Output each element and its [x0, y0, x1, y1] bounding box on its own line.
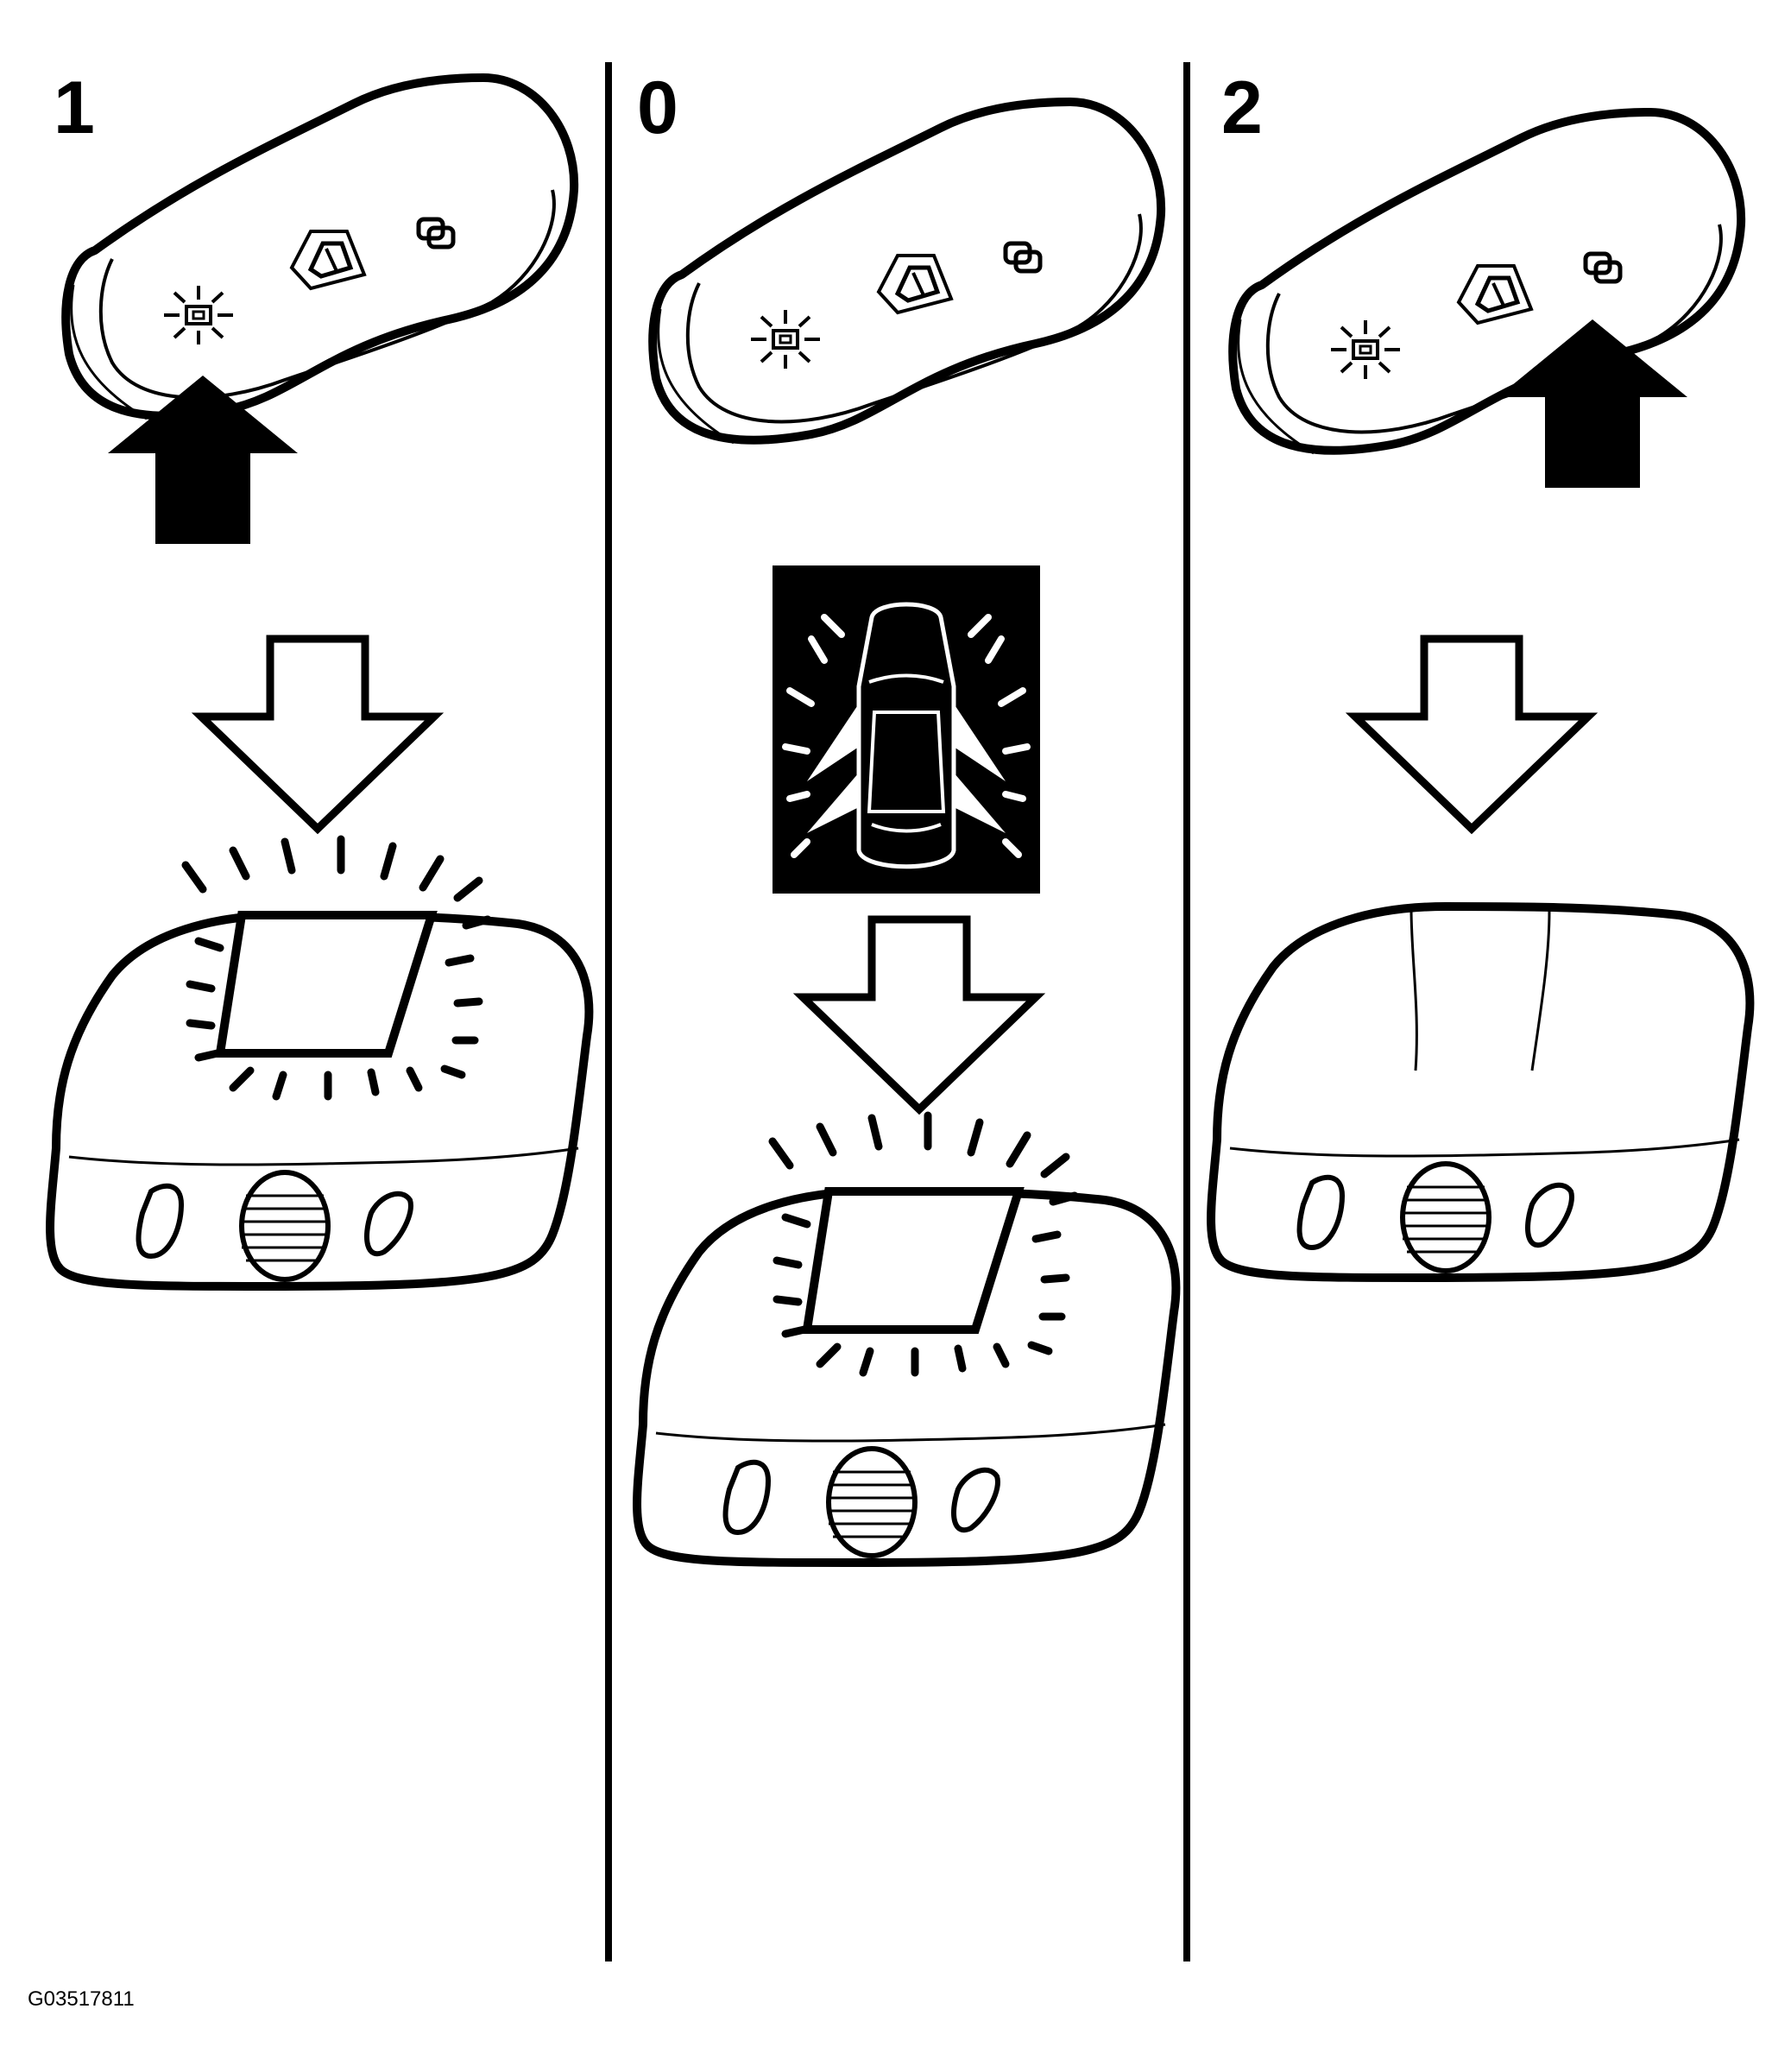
signal-ray [1002, 743, 1031, 755]
light-ray [867, 1114, 883, 1151]
signal-ray [786, 687, 815, 707]
dome-lamp-on-when-door-open [637, 1111, 1176, 1563]
light-ray [453, 876, 483, 902]
car-door-right-rear [954, 773, 1006, 833]
dome-lamp-on [50, 835, 589, 1286]
light-ray [406, 1066, 423, 1092]
signal-ray [968, 614, 992, 638]
light-ray [229, 846, 250, 881]
car-open-doors-icon [773, 565, 1040, 894]
lamp-lens-lit [807, 1191, 1018, 1330]
light-ray [859, 1347, 874, 1377]
light-ray [445, 954, 475, 967]
light-ray [773, 1295, 803, 1306]
light-ray [272, 1071, 287, 1101]
light-ray [194, 937, 224, 952]
dome-lamp-off [1211, 906, 1750, 1278]
car-door-left-rear [807, 773, 859, 833]
car-door-left-front [807, 704, 859, 781]
result-arrow-icon [803, 919, 1036, 1109]
light-ray [954, 1344, 967, 1373]
light-ray [281, 837, 296, 875]
light-ray [816, 1342, 842, 1368]
light-ray [781, 1325, 809, 1338]
light-ray [380, 842, 397, 881]
lamp-housing [1211, 906, 1750, 1278]
signal-ray [791, 838, 810, 858]
light-ray [993, 1342, 1010, 1368]
light-ray [440, 1064, 466, 1079]
car-rear-window [871, 823, 942, 833]
car-icon-background [773, 565, 1040, 894]
light-ray [181, 861, 207, 894]
signal-ray [985, 635, 1005, 664]
chain-link-icon [1006, 243, 1040, 271]
light-ray [419, 855, 445, 892]
light-ray [186, 980, 216, 993]
signal-ray [786, 791, 810, 802]
signal-ray [821, 614, 845, 638]
result-arrow-icon [201, 639, 434, 829]
door-icon [1459, 266, 1531, 323]
rocker-switch-middle [653, 102, 1161, 443]
light-ray [186, 1019, 216, 1030]
rocker-switch-right [1233, 112, 1741, 453]
light-ray [1031, 1230, 1062, 1243]
step-number-1: 1 [54, 66, 95, 149]
light-ray [781, 1213, 811, 1229]
light-ray [1027, 1341, 1053, 1355]
step-number-2: 2 [1221, 66, 1263, 149]
result-arrow-icon [1355, 639, 1588, 829]
door-icon [879, 256, 951, 313]
sun-lamp-icon [162, 284, 235, 346]
car-cabin [867, 711, 946, 813]
light-ray [768, 1137, 794, 1170]
lamp-lens-edge [1530, 910, 1551, 1071]
light-ray [967, 1118, 984, 1157]
lamp-lens-edge [1409, 907, 1418, 1071]
light-ray [194, 1049, 222, 1062]
light-ray [773, 1256, 803, 1269]
chain-link-icon [419, 219, 453, 247]
chain-link-icon [1586, 254, 1620, 281]
light-ray [462, 915, 492, 930]
lamp-lens-lit [220, 915, 432, 1053]
signal-ray [1002, 791, 1026, 802]
light-ray [1040, 1153, 1070, 1178]
sun-lamp-icon [1329, 319, 1402, 381]
figure-id: G03517811 [28, 1987, 135, 2011]
signal-ray [998, 687, 1026, 707]
light-ray [816, 1122, 837, 1157]
car-body [856, 602, 956, 869]
light-ray [229, 1066, 255, 1092]
light-ray [1049, 1191, 1079, 1206]
signal-ray [782, 743, 810, 755]
press-arrow-icon [108, 376, 298, 544]
step-number-0: 0 [637, 66, 678, 149]
light-ray [1040, 1273, 1070, 1284]
door-icon [292, 231, 364, 288]
signal-ray [1002, 838, 1022, 858]
light-ray [367, 1068, 380, 1096]
rocker-switch-left [66, 78, 574, 419]
car-door-right-front [954, 704, 1006, 781]
light-ray [1006, 1131, 1031, 1168]
car-windshield [868, 673, 944, 684]
signal-ray [808, 635, 828, 664]
light-ray [453, 997, 483, 1008]
sun-lamp-icon [749, 308, 822, 370]
